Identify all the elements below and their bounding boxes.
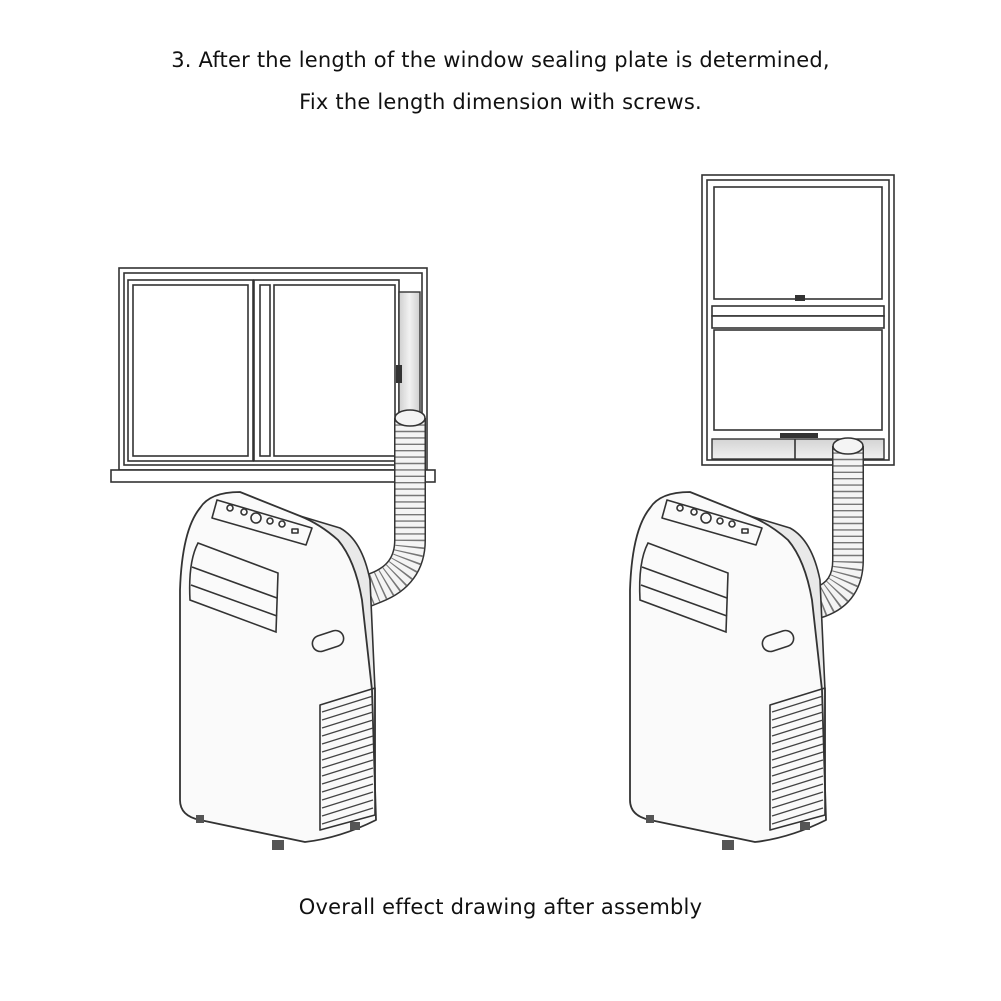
sliding-window [110,267,436,483]
assembly-caption: Overall effect drawing after assembly [298,895,703,919]
control-panel-buttons-right [676,504,749,534]
portable-air-conditioner [179,491,377,850]
intake-grille-right [769,687,826,831]
step-instruction-line-1: 3. After the length of the window sealin… [171,48,830,72]
control-panel-buttons [226,504,299,534]
exhaust-hose [354,409,426,609]
step-instruction-line-2: Fix the length dimension with screws. [299,90,702,114]
hung-window [701,174,895,466]
intake-grille [319,687,376,831]
portable-air-conditioner-right [629,491,827,850]
